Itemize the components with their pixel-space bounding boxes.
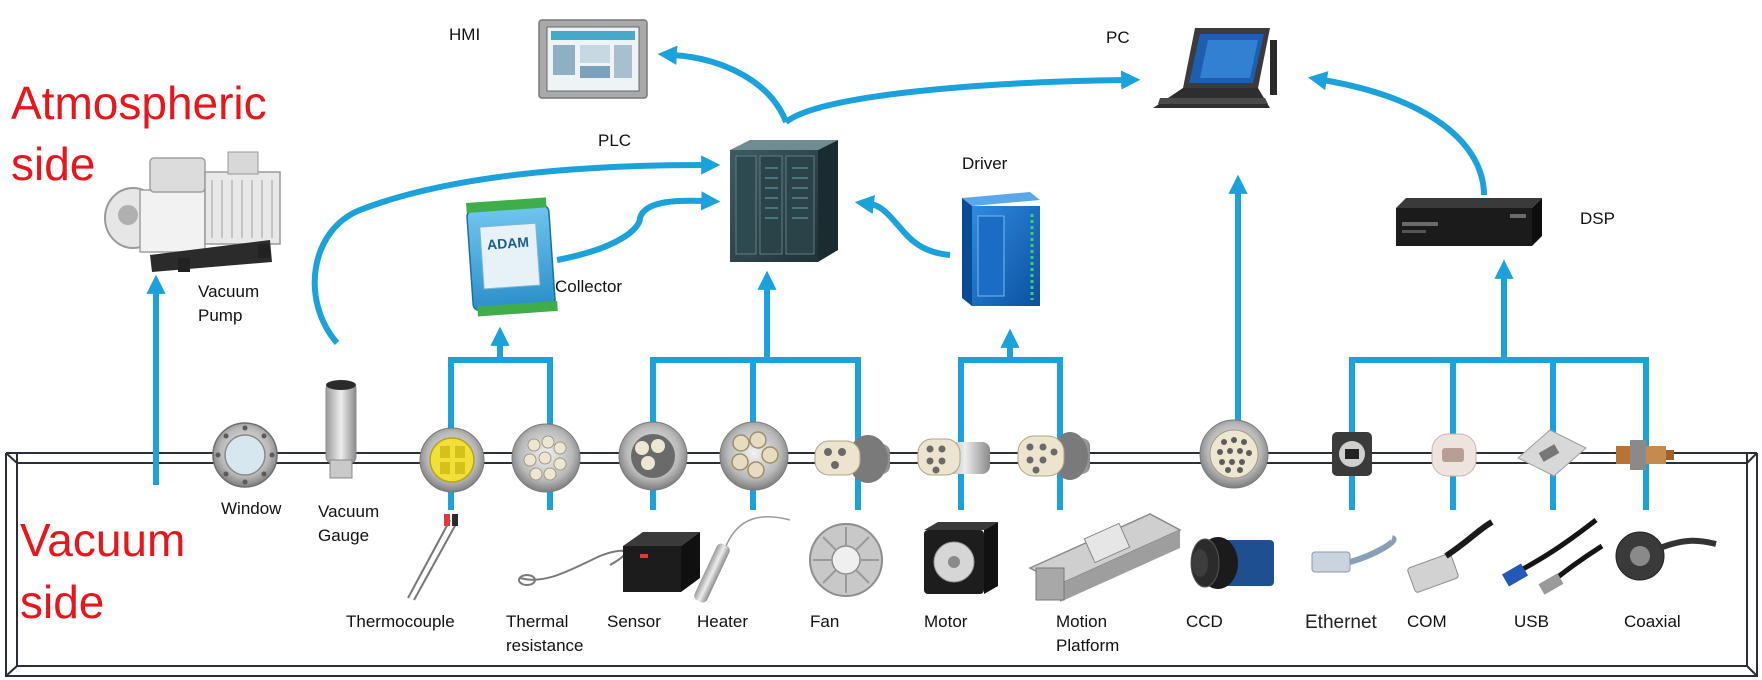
dsp-to-pc-arrow: [1307, 71, 1487, 196]
com-cable-icon: [1407, 519, 1494, 593]
motor-label: Motor: [924, 612, 968, 631]
feedthrough-platform-icon: [1017, 432, 1090, 480]
usb-label: USB: [1514, 612, 1549, 631]
collector-label: Collector: [555, 277, 622, 296]
feedthrough-usb-icon: [1517, 429, 1587, 477]
stepper-driver-icon: [962, 192, 1040, 306]
vacuum-side-label: Vacuum side: [20, 514, 185, 628]
stepper-motor-icon: [924, 522, 998, 594]
feedthrough-multipin-icon: [511, 423, 581, 493]
atmospheric-side-line2: side: [11, 138, 95, 190]
coaxial-label: Coaxial: [1624, 612, 1681, 631]
thermal-resistance-label-line1: Thermal: [506, 612, 568, 631]
vacuum-gauge-label-line1: Vacuum: [318, 502, 379, 521]
ethernet-cable-icon: [1311, 535, 1397, 573]
vacuum-gauge-icon: [325, 380, 357, 479]
motion-platform-label-line1: Motion: [1056, 612, 1107, 631]
proximity-sensor-icon: [623, 532, 700, 592]
collector-module-icon: ADAM: [466, 197, 558, 317]
sensor-label: Sensor: [607, 612, 661, 631]
controller-labels: HMI PC PLC Driver Collector DSP Vacuum P…: [198, 25, 1615, 325]
vacuum-pump-icon: [104, 151, 281, 272]
plc-to-pc-arrow: [784, 70, 1141, 125]
thermocouple-label: Thermocouple: [346, 612, 455, 631]
heater-label: Heater: [697, 612, 748, 631]
coaxial-cable-icon: [1615, 531, 1717, 581]
vacuum-side-line2: side: [20, 576, 104, 628]
vacuum-gauge-label-line2: Gauge: [318, 526, 369, 545]
device-labels: Thermocouple Thermal resistance Sensor H…: [346, 612, 1681, 655]
plc-to-hmi-arrow: [657, 45, 789, 124]
vacuum-side-line1: Vacuum: [20, 514, 185, 566]
atmospheric-side-line1: Atmospheric: [11, 77, 267, 129]
ccd-camera-icon: [1190, 537, 1274, 589]
feedthrough-heater-icon: [719, 421, 789, 491]
motion-platform-icon: [1028, 513, 1182, 602]
plc-label: PLC: [598, 131, 631, 150]
cartridge-heater-icon: [694, 516, 791, 603]
hmi-panel-icon: [538, 19, 648, 99]
ethernet-label: Ethernet: [1305, 612, 1378, 633]
dsp-rack-icon: [1396, 198, 1542, 246]
driver-to-plc-arrow: [854, 194, 951, 258]
hmi-label: HMI: [449, 25, 480, 44]
thermocouple-probe-icon: [407, 514, 458, 601]
feedthrough-ccd-icon: [1199, 419, 1269, 489]
feedthrough-thermocouple-icon: [419, 427, 485, 493]
pc-label: PC: [1106, 28, 1130, 47]
feedthrough-ethernet-icon: [1332, 432, 1372, 476]
feedthrough-coaxial-icon: [1616, 440, 1674, 470]
blower-fan-icon: [809, 523, 883, 597]
svg-text:ADAM: ADAM: [486, 234, 529, 253]
vacuum-pump-label-line1: Vacuum: [198, 282, 259, 301]
interface-bracket: [1349, 357, 1649, 510]
dsp-label: DSP: [1580, 209, 1615, 228]
collector-to-plc-arrow: [556, 191, 721, 263]
driver-label: Driver: [962, 154, 1008, 173]
ccd-label: CCD: [1186, 612, 1223, 631]
plc-icon: [730, 140, 838, 262]
feedthrough-labels: Window Vacuum Gauge: [221, 499, 379, 545]
pc-laptop-icon: [1153, 28, 1277, 108]
window-label: Window: [221, 499, 282, 518]
vacuum-pump-label-line2: Pump: [198, 306, 242, 325]
window-flange-icon: [212, 422, 278, 488]
atmospheric-side-label: Atmospheric side: [11, 77, 267, 190]
motion-platform-label-line2: Platform: [1056, 636, 1119, 655]
gauge-to-plc-arrow: [311, 155, 721, 345]
motor-bracket: [958, 357, 1063, 510]
thermal-resistance-icon: [518, 549, 627, 586]
com-label: COM: [1407, 612, 1447, 631]
connection-lines: [146, 45, 1649, 510]
usb-cable-icon: [1501, 518, 1604, 595]
feedthrough-com-icon: [1431, 433, 1477, 477]
fan-label: Fan: [810, 612, 839, 631]
feedthrough-fan-icon: [814, 435, 890, 483]
feedthrough-sensor-icon: [618, 421, 688, 491]
thermal-resistance-label-line2: resistance: [506, 636, 583, 655]
feedthrough-motor-icon: [917, 438, 990, 476]
